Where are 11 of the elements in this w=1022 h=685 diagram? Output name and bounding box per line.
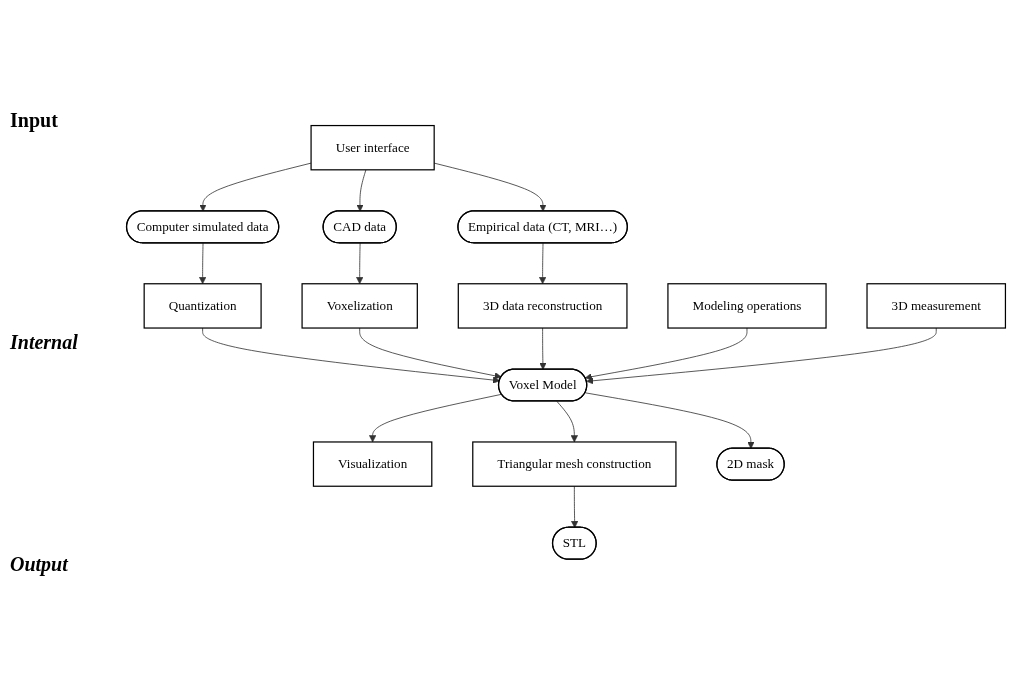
node-box: Triangular mesh construction xyxy=(472,441,677,487)
section-label: Input xyxy=(10,109,59,133)
section-label: Internal xyxy=(10,331,79,354)
node-box: Quantization xyxy=(143,283,262,329)
node-box: User interface xyxy=(310,125,435,171)
node-box: 3D data reconstruction xyxy=(457,283,628,329)
node-box: Modeling operations xyxy=(667,283,827,329)
section-label: Output xyxy=(10,552,70,576)
node-box: Visualization xyxy=(312,441,433,487)
node-box: Voxelization xyxy=(301,283,418,329)
node-box: 3D measurement xyxy=(866,283,1007,329)
